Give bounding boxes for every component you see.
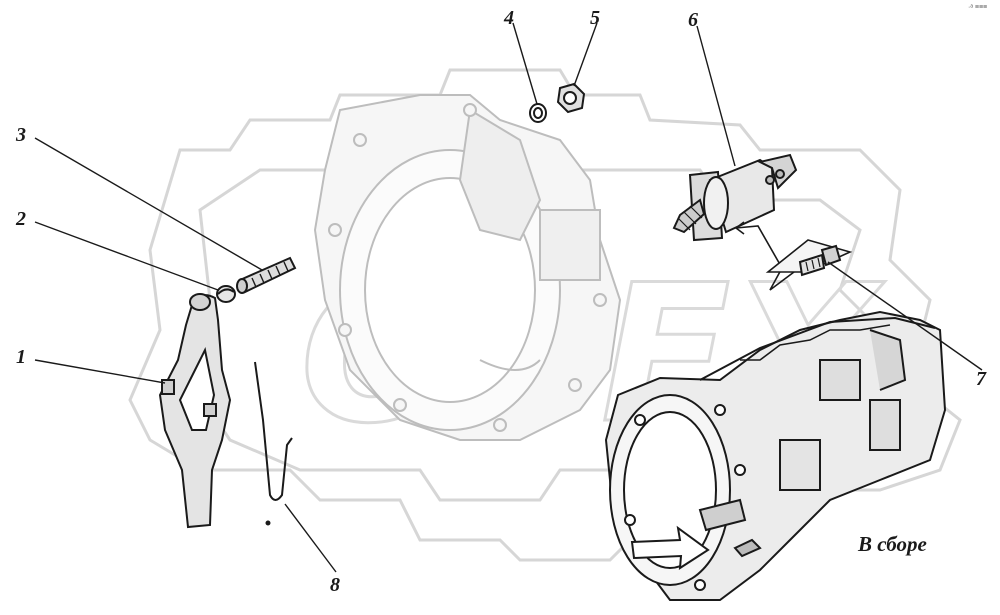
nut	[556, 82, 586, 114]
leader-line-5	[573, 22, 598, 87]
assembly-caption: В сборе	[858, 532, 927, 556]
washer	[529, 103, 547, 123]
assembly-arrow	[630, 525, 710, 570]
leader-line-7	[827, 261, 983, 371]
leader-lines	[34, 22, 983, 573]
pivot-cap	[216, 285, 236, 303]
leader-line-6	[696, 25, 736, 167]
callout-3: 3	[16, 124, 26, 146]
gearbox-assembly	[604, 310, 947, 601]
callout-4: 4	[504, 7, 514, 29]
callout-1: 1	[16, 346, 26, 368]
callout-2: 2	[16, 208, 26, 230]
leader-line-3	[34, 137, 263, 271]
callout-8: 8	[330, 574, 340, 596]
leader-line-4	[512, 22, 538, 105]
corner-mark: ·ᵃ ≡≡≡	[968, 4, 988, 11]
leader-line-2	[34, 221, 219, 291]
pivot-stud	[236, 256, 297, 294]
booster-cylinder	[672, 153, 798, 242]
callout-7: 7	[976, 368, 986, 390]
leader-line-1	[34, 359, 166, 384]
spring-clip	[254, 361, 293, 526]
callout-5: 5	[590, 7, 600, 29]
callout-6: 6	[688, 9, 698, 31]
bolt	[798, 244, 842, 277]
release-fork	[158, 293, 232, 529]
bell-housing	[313, 94, 622, 441]
leader-line-8	[284, 503, 337, 573]
